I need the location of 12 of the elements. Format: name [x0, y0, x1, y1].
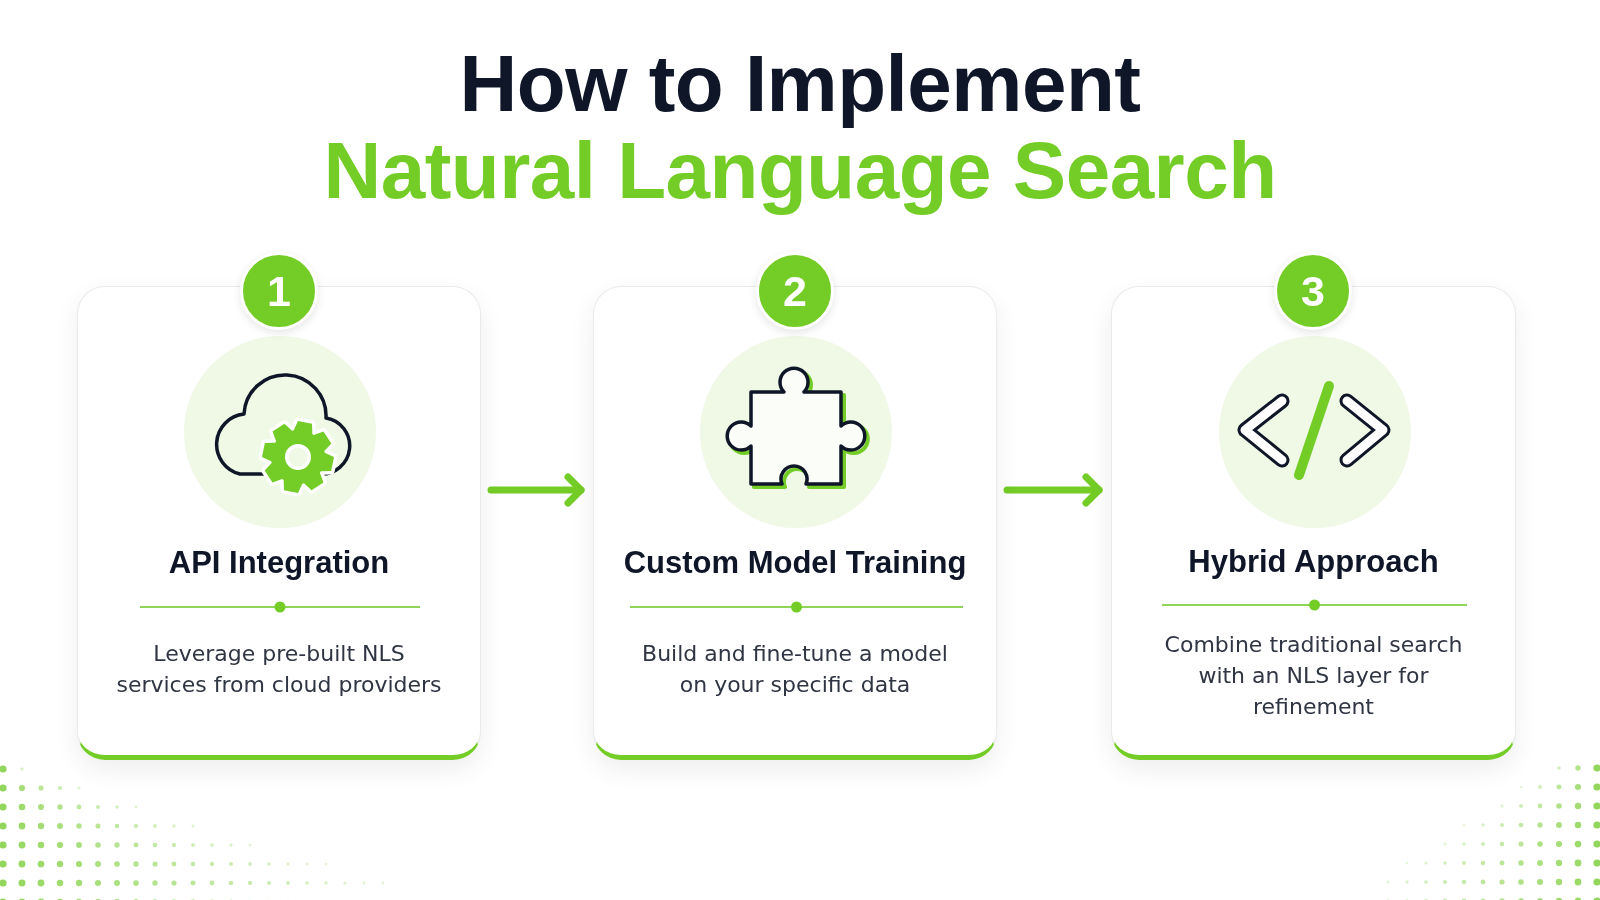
card-description: Combine traditional search with an NLS layer for refinement [1163, 630, 1464, 721]
card-description: Leverage pre-built NLS services from cloud providers [115, 639, 443, 699]
step-number-badge: 3 [1274, 252, 1352, 330]
arrow [1003, 473, 1103, 507]
arrow [487, 473, 585, 507]
step-number-badge: 1 [240, 252, 318, 330]
step-number-badge: 2 [756, 252, 834, 330]
card-heading: API Integration [168, 545, 390, 581]
card-description: Build and fine-tune a model on your specific data [641, 639, 949, 699]
card-heading: Hybrid Approach [1188, 544, 1439, 580]
card-heading: Custom Model Training [623, 545, 967, 581]
title: How to Implement [459, 39, 1141, 129]
